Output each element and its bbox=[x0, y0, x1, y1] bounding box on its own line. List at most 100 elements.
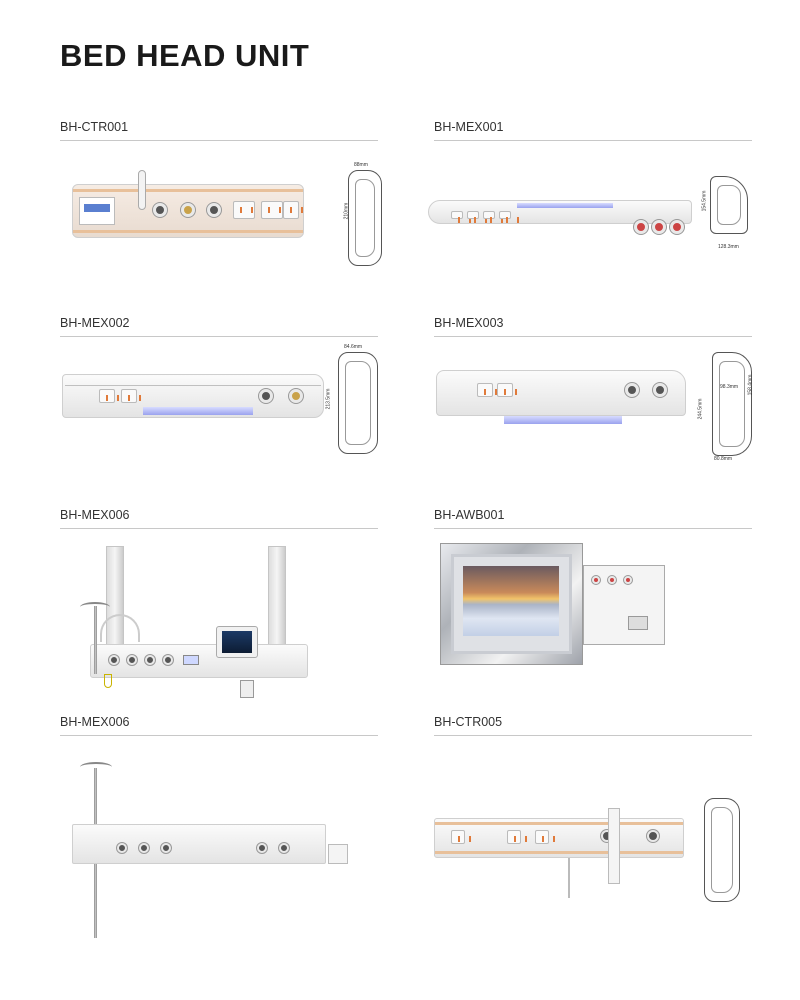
power-socket bbox=[451, 211, 471, 223]
display-strip bbox=[84, 204, 110, 212]
power-socket bbox=[283, 201, 303, 219]
dimension-label: 244.5mm bbox=[697, 398, 704, 420]
gas-outlet bbox=[163, 655, 173, 665]
section-profile-drawing bbox=[704, 798, 740, 902]
section-divider bbox=[434, 735, 752, 736]
control-panel bbox=[79, 197, 115, 225]
product-code: BH-MEX003 bbox=[434, 316, 504, 330]
product-code: BH-AWB001 bbox=[434, 508, 505, 522]
iv-pole bbox=[94, 606, 97, 674]
nurse-call-handset bbox=[138, 170, 146, 210]
product-image-bh-ctr001: 88mm 210mm bbox=[70, 160, 390, 270]
gas-outlet bbox=[652, 220, 666, 234]
gas-outlet bbox=[653, 383, 667, 397]
product-image-bh-ctr005 bbox=[434, 790, 764, 910]
accessory-basket bbox=[240, 680, 254, 698]
gas-outlet bbox=[608, 576, 616, 584]
section-divider bbox=[434, 140, 752, 141]
dimension-label: 210mm bbox=[343, 202, 350, 220]
gas-outlet bbox=[279, 843, 289, 853]
wall-cabinet bbox=[583, 565, 665, 645]
product-image-bh-mex002: 84.6mm 213.5mm bbox=[62, 340, 392, 460]
power-socket bbox=[451, 830, 471, 844]
section-profile-drawing bbox=[712, 352, 752, 456]
product-section: BH-MEX003 bbox=[434, 316, 752, 337]
section-profile-drawing bbox=[348, 170, 382, 266]
product-code: BH-MEX006 bbox=[60, 508, 130, 522]
dimension-label: 98.3mm bbox=[720, 384, 739, 390]
gas-outlet bbox=[117, 843, 127, 853]
product-section: BH-CTR005 bbox=[434, 715, 752, 736]
power-socket bbox=[497, 383, 517, 397]
head-unit-panel bbox=[62, 374, 324, 418]
gas-outlet bbox=[670, 220, 684, 234]
product-image-bh-mex001: 154.5mm 128.3mm bbox=[428, 168, 758, 258]
power-socket bbox=[121, 389, 141, 403]
dimension-label: 88mm bbox=[354, 162, 368, 168]
panel-stripe bbox=[435, 822, 683, 825]
iv-hook bbox=[80, 602, 110, 612]
gas-outlet bbox=[624, 576, 632, 584]
gas-outlet bbox=[161, 843, 171, 853]
gas-outlet bbox=[634, 220, 648, 234]
head-unit-panel bbox=[72, 824, 326, 864]
call-cable bbox=[104, 674, 112, 688]
power-socket bbox=[483, 211, 503, 223]
section-divider bbox=[60, 528, 378, 529]
head-unit-beam bbox=[90, 644, 308, 678]
power-socket bbox=[535, 830, 555, 844]
picture-frame bbox=[440, 543, 583, 665]
dimension-label: 128.3mm bbox=[718, 244, 739, 250]
head-unit-panel bbox=[434, 818, 684, 858]
gas-outlet bbox=[145, 655, 155, 665]
product-image-bh-mex003: 98.3mm 158.4mm 244.5mm 80.8mm bbox=[432, 346, 762, 466]
section-divider bbox=[434, 528, 752, 529]
gas-outlet bbox=[109, 655, 119, 665]
gas-outlet bbox=[257, 843, 267, 853]
product-code: BH-MEX001 bbox=[434, 120, 504, 134]
reading-light bbox=[143, 407, 253, 415]
section-divider bbox=[434, 336, 752, 337]
section-divider bbox=[60, 735, 378, 736]
section-profile-drawing bbox=[338, 352, 378, 454]
gas-outlet bbox=[289, 389, 303, 403]
dimension-label: 213.5mm bbox=[325, 388, 332, 410]
landscape-photo bbox=[463, 566, 559, 636]
product-image-bh-awb001 bbox=[440, 543, 770, 668]
panel-stripe bbox=[73, 189, 303, 192]
page-title: BED HEAD UNIT bbox=[60, 38, 310, 73]
power-socket bbox=[499, 211, 519, 223]
call-cable bbox=[568, 858, 570, 898]
power-socket bbox=[477, 383, 497, 397]
product-section: BH-AWB001 bbox=[434, 508, 752, 529]
power-socket bbox=[507, 830, 527, 844]
monitor-screen bbox=[222, 631, 252, 653]
section-divider bbox=[60, 336, 378, 337]
gas-outlet bbox=[625, 383, 639, 397]
head-unit-panel bbox=[428, 200, 692, 224]
reading-light bbox=[504, 416, 622, 424]
section-divider bbox=[60, 140, 378, 141]
patient-monitor bbox=[216, 626, 258, 658]
gas-outlet bbox=[259, 389, 273, 403]
ceiling-column bbox=[268, 546, 286, 658]
product-code: BH-MEX006 bbox=[60, 715, 130, 729]
product-section: BH-MEX006 bbox=[60, 715, 378, 736]
panel-groove bbox=[65, 385, 321, 386]
power-socket bbox=[261, 201, 283, 219]
head-unit-panel bbox=[72, 184, 304, 238]
gas-outlet bbox=[181, 203, 195, 217]
panel-stripe bbox=[73, 230, 303, 233]
product-section: BH-MEX001 bbox=[434, 120, 752, 141]
iv-hook bbox=[80, 762, 112, 772]
dimension-label: 84.6mm bbox=[344, 344, 363, 350]
power-socket bbox=[99, 389, 119, 403]
dimension-label: 154.5mm bbox=[701, 190, 708, 212]
head-unit-panel bbox=[436, 370, 686, 416]
lamp-arm bbox=[100, 614, 140, 642]
product-image-bh-mex006-wall bbox=[66, 758, 366, 940]
gas-outlet bbox=[592, 576, 600, 584]
product-code: BH-CTR001 bbox=[60, 120, 129, 134]
product-image-bh-mex006-ceiling bbox=[40, 540, 360, 715]
panel-stripe bbox=[435, 851, 683, 854]
